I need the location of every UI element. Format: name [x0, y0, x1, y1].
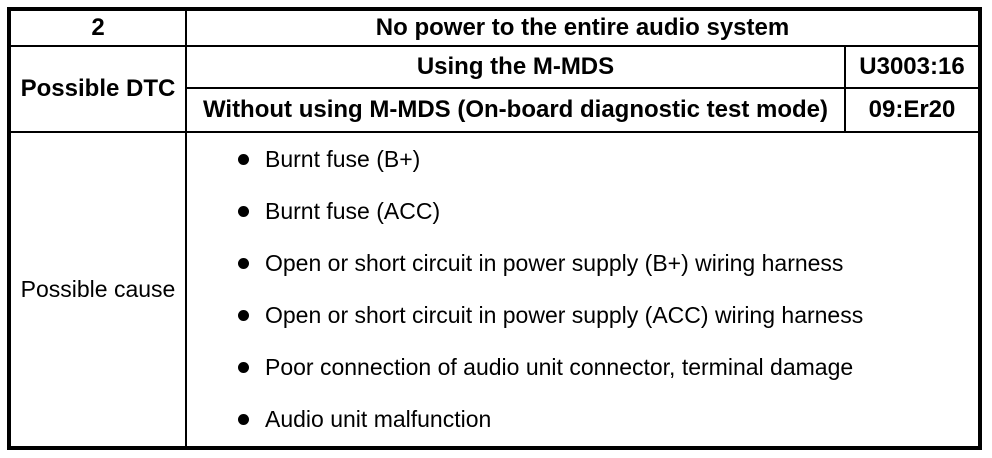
- dtc-code-using-mmds: U3003:16: [846, 47, 978, 89]
- dtc-method-using-mmds: Using the M-MDS: [187, 47, 846, 89]
- bullet-icon: [238, 362, 249, 374]
- bullet-icon: [238, 257, 249, 269]
- dtc-symptom-table: 2 No power to the entire audio system Po…: [7, 7, 982, 450]
- cause-text: Open or short circuit in power supply (A…: [265, 302, 864, 329]
- bullet-icon: [238, 414, 249, 426]
- possible-cause-label: Possible cause: [11, 133, 187, 446]
- cause-item: Burnt fuse (B+): [187, 133, 978, 185]
- cause-item: Burnt fuse (ACC): [187, 185, 978, 237]
- cause-text: Poor connection of audio unit connector,…: [265, 354, 854, 381]
- possible-dtc-label: Possible DTC: [11, 47, 187, 133]
- cause-text: Burnt fuse (B+): [265, 145, 421, 172]
- bullet-icon: [238, 310, 249, 322]
- symptom-title: No power to the entire audio system: [187, 11, 978, 47]
- cause-text: Burnt fuse (ACC): [265, 197, 441, 224]
- cause-text: Audio unit malfunction: [265, 406, 492, 433]
- cause-item: Poor connection of audio unit connector,…: [187, 342, 978, 394]
- cause-item: Open or short circuit in power supply (A…: [187, 290, 978, 342]
- cause-item: Audio unit malfunction: [187, 394, 978, 446]
- possible-cause-list-cell: Burnt fuse (B+) Burnt fuse (ACC) Open or…: [187, 133, 978, 446]
- cause-item: Open or short circuit in power supply (B…: [187, 237, 978, 289]
- cause-list: Burnt fuse (B+) Burnt fuse (ACC) Open or…: [187, 133, 978, 446]
- dtc-method-without-mmds: Without using M-MDS (On-board diagnostic…: [187, 89, 846, 133]
- dtc-code-without-mmds: 09:Er20: [846, 89, 978, 133]
- bullet-icon: [238, 153, 249, 165]
- symptom-row-number: 2: [11, 11, 187, 47]
- bullet-icon: [238, 205, 249, 217]
- cause-text: Open or short circuit in power supply (B…: [265, 249, 844, 276]
